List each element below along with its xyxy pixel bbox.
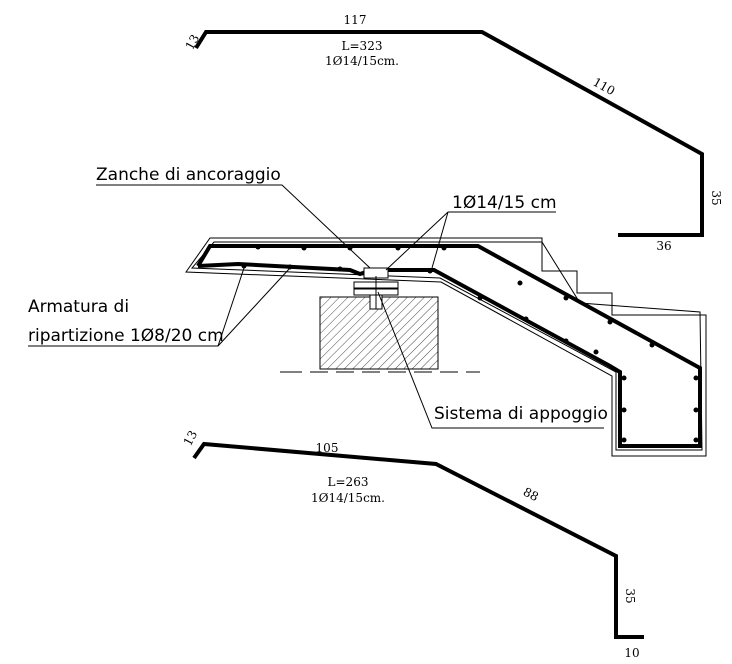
upper-bar-shape [194, 30, 704, 237]
upper-bar-bottom-dim: 36 [656, 239, 671, 253]
upper-bar-spec: 1Ø14/15cm. [325, 54, 399, 68]
distribution-label-line2: ripartizione 1Ø8/20 cm [28, 326, 224, 346]
upper-bar-schedule: 13 117 110 35 36 L=323 1Ø14/15cm. [183, 13, 723, 253]
stair-section: Zanche di ancoraggio 1Ø14/15 cm Armatura… [28, 165, 707, 457]
distribution-bars [241, 244, 699, 443]
upper-bar-hook-dim: 13 [183, 32, 203, 52]
lower-bar-top-dim: 105 [316, 441, 339, 455]
distribution-label-line1: Armatura di [28, 297, 129, 317]
support-label: Sistema di appoggio [434, 404, 608, 424]
support-leader [377, 291, 604, 429]
anchors-leader [96, 184, 371, 269]
lower-bar-vertical-dim: 35 [623, 588, 637, 603]
lower-bar-slope-dim: 88 [521, 485, 541, 504]
lower-bar-hook-dim: 13 [181, 428, 201, 448]
upper-bar-length: L=323 [342, 39, 383, 53]
upper-bar-vertical-dim: 35 [709, 190, 723, 205]
slab-outline [185, 237, 707, 457]
anchors-label: Zanche di ancoraggio [96, 165, 281, 185]
top-reinforcement [196, 244, 702, 448]
main-bars-label: 1Ø14/15 cm [452, 193, 557, 213]
lower-bar-shape [192, 441, 644, 639]
lower-bar-spec: 1Ø14/15cm. [311, 491, 385, 505]
bearing-device [353, 267, 399, 310]
lower-bar-bottom-dim: 10 [624, 646, 639, 660]
lower-bar-length: L=263 [328, 475, 369, 489]
lower-bar-schedule: 13 105 88 35 10 L=263 1Ø14/15cm. [181, 428, 644, 660]
upper-bar-top-dim: 117 [344, 13, 367, 27]
